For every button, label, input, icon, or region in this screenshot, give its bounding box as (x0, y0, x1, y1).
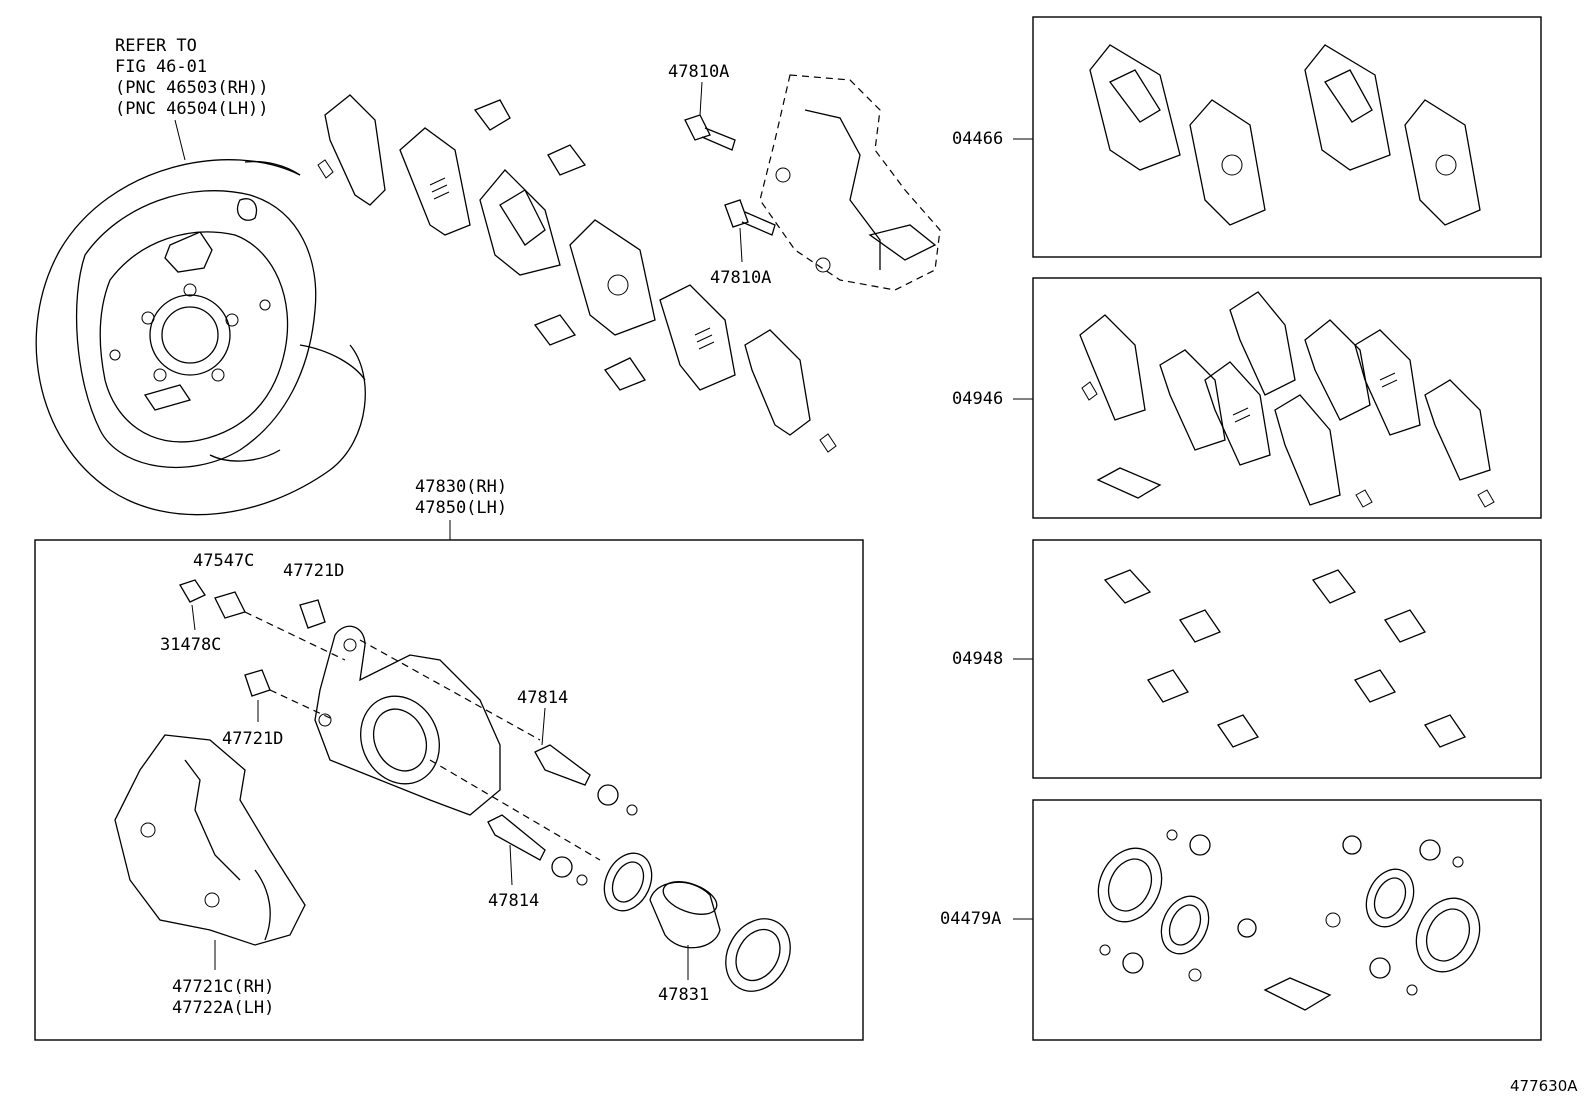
backing-plate (35, 159, 366, 516)
refer-line-3: (PNC 46503(RH)) (115, 78, 269, 98)
label-kit-cylinder: 04479A (940, 909, 1001, 929)
pads-and-shims-exploded (317, 94, 837, 453)
label-bleeder-cap: 31478C (160, 635, 221, 655)
refer-to-note: REFER TO FIG 46-01 (PNC 46503(RH)) (PNC … (115, 36, 269, 161)
caliper-assembly: 47547C 31478C 47721D 47721D 47814 47814 (114, 551, 791, 1018)
caliper-mount-outline-top (759, 74, 941, 291)
kit-fitting: 04948 (952, 539, 1542, 779)
label-kit-fitting: 04948 (952, 649, 1003, 669)
refer-line-2: FIG 46-01 (115, 57, 207, 77)
label-piston: 47831 (658, 985, 709, 1005)
label-caliper-lh: 47850(LH) (415, 498, 507, 518)
caliper-group-label: 47830(RH) 47850(LH) (415, 477, 507, 540)
label-screw-lower: 47721D (222, 729, 283, 749)
label-bolt-top: 47810A (668, 62, 729, 82)
caliper-assembly-box (34, 539, 864, 1041)
kit-cylinder: 04479A (940, 799, 1542, 1041)
kit-shim: 04946 (952, 277, 1542, 519)
label-mount-rh: 47721C(RH) (172, 977, 274, 997)
label-caliper-rh: 47830(RH) (415, 477, 507, 497)
refer-line-1: REFER TO (115, 36, 197, 56)
label-pin-lower: 47814 (488, 891, 539, 911)
refer-line-4: (PNC 46504(LH)) (115, 99, 269, 119)
figure-id: 477630A (1510, 1077, 1578, 1095)
label-mount-lh: 47722A(LH) (172, 998, 274, 1018)
kit-pad: 04466 (952, 16, 1542, 258)
label-screw-top: 47721D (283, 561, 344, 581)
label-kit-shim: 04946 (952, 389, 1003, 409)
label-bleeder-plug: 47547C (193, 551, 254, 571)
label-pin-upper: 47814 (517, 688, 568, 708)
label-bolt-lower: 47810A (710, 268, 771, 288)
mounting-bolts: 47810A 47810A (668, 62, 776, 288)
label-kit-pad: 04466 (952, 129, 1003, 149)
